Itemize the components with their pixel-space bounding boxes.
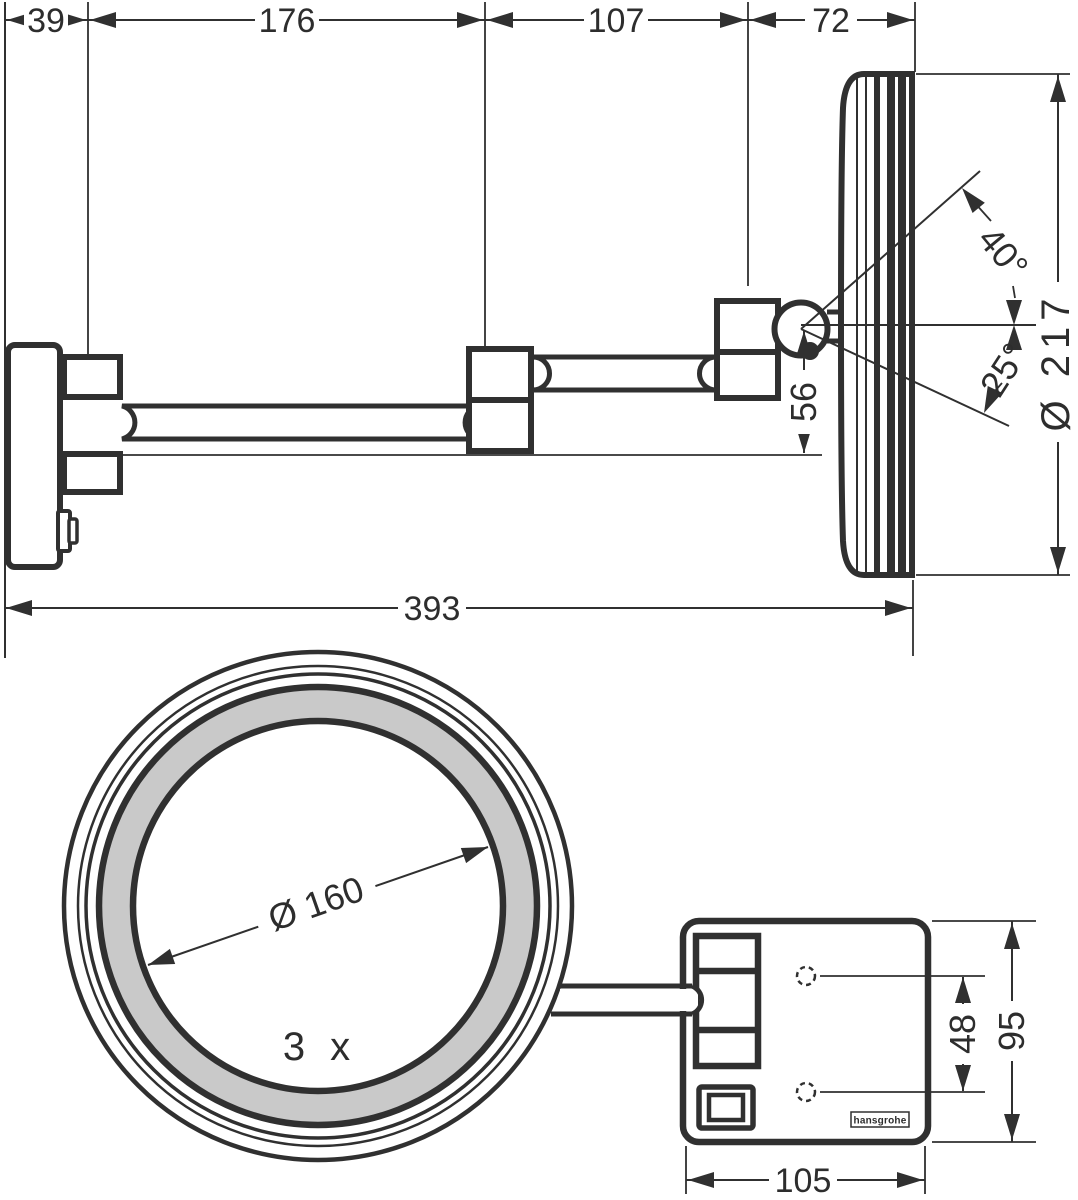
dim48-arrow-up (955, 977, 971, 1003)
power-switch-inner (706, 1092, 746, 1123)
elbow-block-upper (466, 346, 534, 403)
label-bg (785, 370, 823, 434)
pivot-block-lower (714, 349, 781, 401)
wall-plate (5, 342, 63, 570)
arrow-left-176 (90, 12, 116, 28)
label-bg (255, 2, 319, 38)
dia217-arrow-up (1050, 76, 1066, 102)
leader-arrow-25 (984, 386, 1003, 413)
dia160-arrow-upper (460, 847, 488, 864)
dia160-arrow-lower (148, 948, 176, 965)
label-bg (1035, 282, 1077, 442)
side-view: 39 176 107 72 (4, 2, 1078, 658)
label-bg (805, 2, 857, 38)
angle25-label-group: 25° (972, 336, 1036, 404)
arrow-right-72 (887, 12, 913, 28)
tilt-line-25 (800, 328, 1010, 427)
dim393-arrow-left (6, 600, 32, 616)
dim-label-48: 48 (942, 1014, 983, 1054)
dim105-arrow-right (897, 1172, 923, 1188)
plate-bracket (692, 932, 762, 1070)
plate-switch-button (67, 517, 79, 545)
front-arm (551, 983, 692, 1017)
dia217-arrow-down (1050, 547, 1066, 573)
arrow-left-72 (750, 12, 776, 28)
arm-mask (560, 989, 698, 1011)
dim95-arrow-up (1004, 923, 1020, 949)
tilt-tick (1012, 285, 1016, 299)
dim48-arrow-down (955, 1065, 971, 1091)
magnification-label: 3 x (283, 1025, 357, 1069)
led-light-ring (101, 689, 535, 1123)
arrow-right-107 (720, 12, 746, 28)
elbow-block-lower (466, 397, 534, 454)
dim-label-393: 393 (404, 590, 461, 628)
label-bg (944, 1004, 982, 1064)
dim-label-105: 105 (775, 1162, 832, 1200)
dim95-label-group: 95 (991, 1001, 1032, 1061)
upper-arm (533, 354, 716, 393)
dim48-label-group: 48 (942, 1004, 983, 1064)
label-bg (398, 590, 466, 626)
leader-tail-40 (973, 201, 992, 222)
brand-logo-text: hansgrohe (854, 1116, 907, 1127)
label-bg (250, 863, 382, 945)
angle-label-25: 25° (972, 336, 1036, 404)
dim95-arrow-down (1004, 1114, 1020, 1140)
mirror-rim-ring-2 (76, 664, 560, 1148)
bracket-block-upper (61, 354, 123, 400)
angle40-label-group: 40° (970, 219, 1036, 287)
dim-label-176: 176 (259, 2, 316, 40)
dim-label-72: 72 (812, 2, 850, 40)
arrow-right-176 (457, 12, 483, 28)
screw-hole-top (795, 965, 817, 987)
dia217-label-group: Ø 217 (1034, 282, 1078, 442)
label-bg (993, 1001, 1031, 1061)
label-bg (24, 2, 68, 38)
leader-tail-25 (994, 382, 1003, 392)
mirror-rim-ring-3 (84, 672, 552, 1140)
dim56-arrow-up (796, 331, 812, 357)
lower-arm (121, 403, 478, 442)
led-ring-inner-border (129, 717, 507, 1095)
bracket-block-lower (61, 451, 123, 495)
brand-logo-box (850, 1111, 910, 1128)
upper-arm-right-cap (697, 354, 717, 393)
tilt-arrow-up (1006, 325, 1022, 350)
label-bg (769, 1162, 837, 1198)
pivot-block-upper (714, 298, 781, 355)
tilt-arrow-down (1006, 300, 1022, 325)
dia-label-217: Ø 217 (1034, 293, 1078, 432)
angle-label-40: 40° (970, 219, 1036, 287)
tilt-line-40 (800, 170, 981, 330)
dim105-arrow-left (688, 1172, 714, 1188)
front-arm-cap (690, 983, 705, 1017)
dim-label-107: 107 (588, 2, 645, 40)
front-view: Ø 160 3 x 48 (61, 649, 1036, 1200)
upper-arm-left-cap (532, 354, 552, 393)
led-ring-outer-border (95, 683, 541, 1129)
dim56-label-group: 56 (783, 370, 824, 434)
dim-label-95: 95 (991, 1011, 1032, 1051)
dim-label-56: 56 (783, 382, 824, 422)
arrow-left-107 (487, 12, 513, 28)
screw-hole-bottom (795, 1081, 817, 1103)
dim-label-39: 39 (27, 2, 65, 40)
label-bg (584, 2, 648, 38)
dim393-arrow-right (885, 600, 911, 616)
